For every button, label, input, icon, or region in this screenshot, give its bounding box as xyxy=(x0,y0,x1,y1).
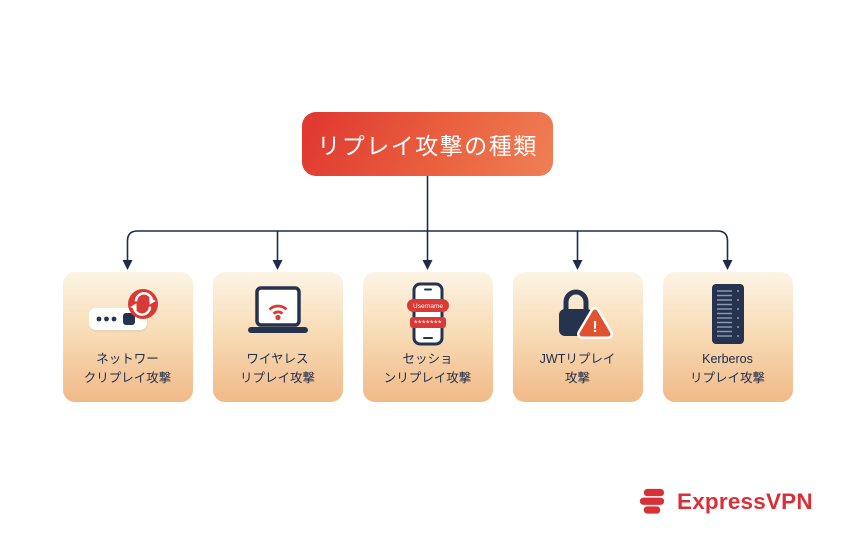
phone-credentials-icon: Username ******* xyxy=(383,282,473,346)
diagram-title: リプレイ攻撃の種類 xyxy=(302,112,553,176)
expressvpn-logomark-icon xyxy=(635,485,668,518)
card-jwt-replay: ! JWTリプレイ 攻撃 xyxy=(512,272,643,402)
card-label: ネットワー クリプレイ攻撃 xyxy=(83,352,172,385)
brand-wordmark: ExpressVPN xyxy=(677,488,813,514)
username-pill-text: Username xyxy=(413,303,443,310)
card-wireless-replay: ワイヤレス リプレイ攻撃 xyxy=(212,272,343,402)
password-refresh-icon xyxy=(83,282,173,346)
card-label: セッショ ンリプレイ攻撃 xyxy=(383,352,472,385)
card-label: JWTリプレイ 攻撃 xyxy=(539,352,616,385)
diagram-title-text: リプレイ攻撃の種類 xyxy=(317,133,538,159)
connector-rail xyxy=(126,230,729,261)
card-network-replay: ネットワー クリプレイ攻撃 xyxy=(62,272,193,402)
card-label: Kerberos リプレイ攻撃 xyxy=(689,352,765,385)
brand-logo: ExpressVPN xyxy=(635,485,813,518)
arrowheads xyxy=(122,260,733,270)
card-label: ワイヤレス リプレイ攻撃 xyxy=(239,352,315,385)
password-mask-text: ******* xyxy=(413,319,441,329)
warning-exclamation: ! xyxy=(592,319,597,336)
card-kerberos-replay: Kerberos リプレイ攻撃 xyxy=(662,272,793,402)
server-icon xyxy=(683,282,773,346)
laptop-wifi-icon xyxy=(233,282,323,346)
card-session-replay: Username ******* セッショ ンリプレイ攻撃 xyxy=(362,272,493,402)
lock-warning-icon: ! xyxy=(533,282,623,346)
